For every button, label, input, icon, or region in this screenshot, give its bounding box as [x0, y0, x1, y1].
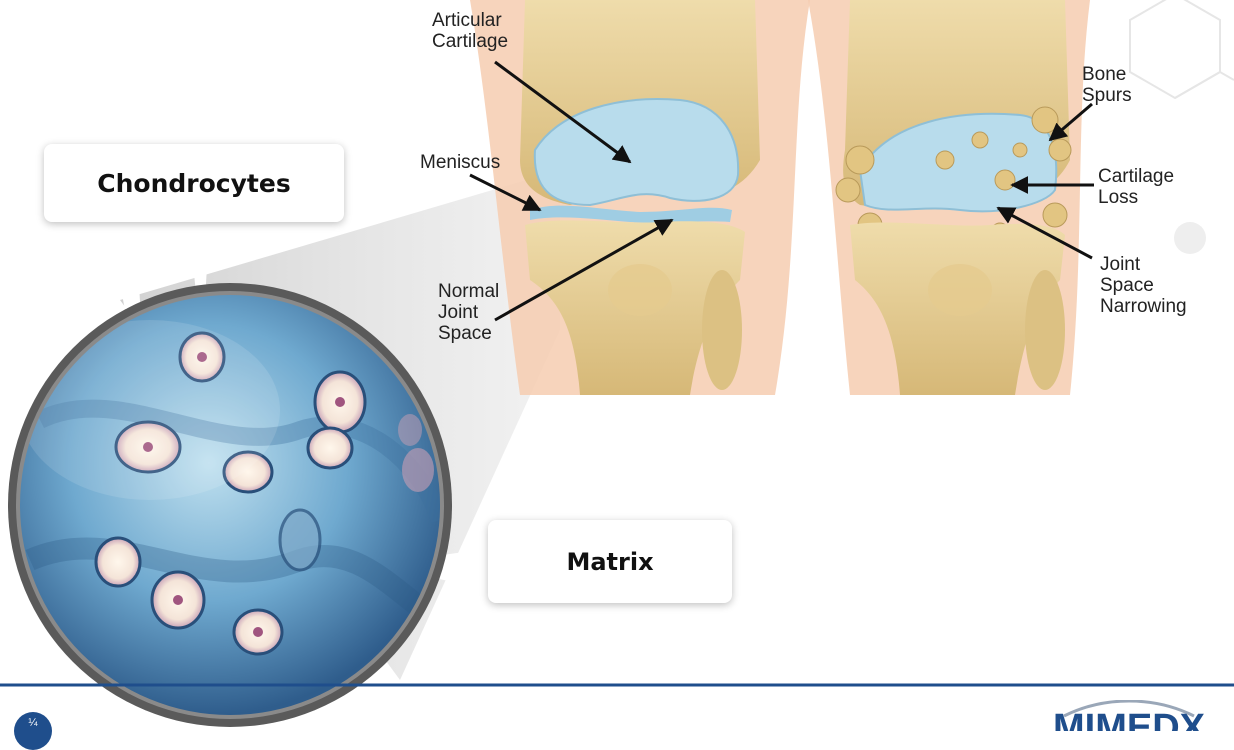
joint-space-narrowing-label: Joint Space Narrowing: [1100, 254, 1187, 317]
normal-knee: [470, 0, 810, 395]
knee-cartilage-illustration: [0, 0, 1234, 731]
matrix-label: Matrix: [566, 548, 653, 576]
fibula: [702, 270, 742, 390]
fibula: [1025, 270, 1065, 390]
logo-text: MIMEDX: [1053, 707, 1206, 731]
cartilage-loss-label: Cartilage Loss: [1098, 166, 1174, 208]
patella: [608, 264, 672, 316]
microscope-lens: [8, 283, 452, 727]
normal-joint-space-label: Normal Joint Space: [438, 281, 499, 344]
arthritic-knee: [808, 0, 1090, 395]
hexagon-decoration: [1130, 0, 1234, 254]
articular-cartilage-label: Articular Cartilage: [432, 10, 508, 52]
page-number: ¼: [28, 717, 37, 729]
page-number-badge: ¼: [14, 712, 52, 750]
chondrocytes-callout: Chondrocytes: [44, 144, 344, 222]
meniscus-label: Meniscus: [420, 152, 500, 173]
mimedx-logo: MIMEDX: [1044, 700, 1214, 731]
bone-spurs-label: Bone Spurs: [1082, 64, 1132, 106]
matrix-callout: Matrix: [488, 520, 732, 603]
chondrocytes-label: Chondrocytes: [97, 169, 290, 198]
patella: [928, 264, 992, 316]
